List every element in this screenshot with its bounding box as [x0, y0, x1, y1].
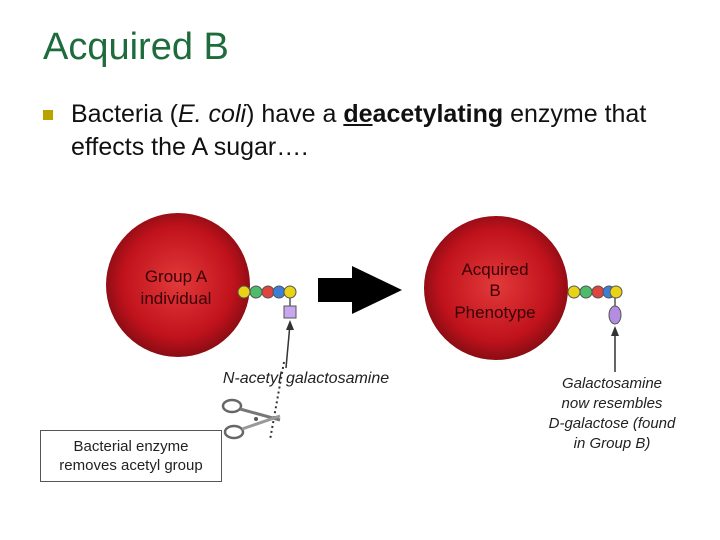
bullet-list-item: Bacteria (E. coli) have a deacetylating … — [43, 98, 683, 164]
right-arrow-icon — [318, 266, 402, 314]
enzyme-callout-line1: Bacterial enzyme — [73, 438, 189, 455]
red-sugar-bead — [261, 285, 275, 299]
yellow-sugar-bead — [609, 285, 623, 299]
bullet-text-suffix: enzyme that effects the A sugar…. — [71, 100, 647, 161]
blue-sugar-bead — [272, 285, 286, 299]
galactosamine-label-line1: Galactosamine — [562, 375, 662, 392]
left-pointer-arrow — [285, 320, 294, 369]
right-cell-label-line2: B — [489, 281, 500, 300]
galactosamine-label-line4: in Group B) — [574, 435, 651, 452]
left-antigen-chain — [237, 285, 297, 319]
left-cell-label-line1: Group A — [145, 267, 208, 286]
square-bullet-icon — [43, 110, 53, 120]
bullet-text-prefix: Bacteria ( — [71, 100, 178, 128]
yellow-sugar-bead — [237, 285, 251, 299]
green-sugar-bead — [249, 285, 263, 299]
acquired-b-cell — [424, 216, 568, 360]
right-pointer-arrow — [611, 326, 619, 372]
left-cell-label-line2: individual — [141, 289, 212, 308]
galactosamine-label-line2: now resembles — [562, 395, 663, 412]
bullet-text-mid: ) have a — [246, 100, 344, 128]
n-acetylgalactosamine-square-icon — [283, 305, 297, 319]
bacterial-enzyme-callout: Bacterial enzyme removes acetyl group — [40, 430, 222, 482]
enzyme-callout-line2: removes acetyl group — [59, 457, 203, 474]
group-a-cell — [106, 213, 250, 357]
cut-line — [269, 361, 285, 441]
green-sugar-bead — [579, 285, 593, 299]
bullet-text-italic: E. coli — [177, 100, 247, 128]
n-acetyl-galactosamine-label: N-acetyl galactosamine — [223, 370, 389, 387]
right-cell-label-line3: Phenotype — [454, 303, 535, 322]
red-sugar-bead — [591, 285, 605, 299]
galactosamine-oval-icon — [608, 305, 622, 325]
bullet-text-underlined: de — [343, 100, 373, 128]
bullet-text-bold-rest: acetylating — [372, 100, 504, 128]
slide-title: Acquired B — [43, 26, 229, 68]
bullet-text: Bacteria (E. coli) have a deacetylating … — [71, 98, 683, 164]
galactosamine-label-line3: D-galactose (found — [549, 415, 676, 432]
yellow-sugar-bead — [567, 285, 581, 299]
right-antigen-chain — [567, 285, 623, 325]
scissors-icon — [221, 398, 281, 440]
bullet-text-bold: deacetylating — [343, 100, 503, 128]
yellow-sugar-bead — [283, 285, 297, 299]
right-cell-label-line1: Acquired — [461, 260, 528, 279]
